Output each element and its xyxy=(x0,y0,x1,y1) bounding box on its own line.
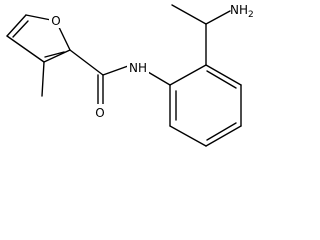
bond-ar-2-double xyxy=(206,70,237,89)
bond-c2-c3 xyxy=(43,49,71,63)
bond-carbonyl-n xyxy=(102,65,129,76)
carbonyl-oxygen-label: O xyxy=(95,106,104,120)
canvas-background xyxy=(0,0,263,152)
bond-ar-4-double xyxy=(206,122,237,141)
bond-c4-c5 xyxy=(6,14,27,37)
bond-ar-5 xyxy=(169,125,207,147)
bond-ring-methyl xyxy=(41,61,45,97)
molecule-structure: O O NH NH2 xyxy=(0,0,263,152)
amine-subscript: 2 xyxy=(248,10,254,20)
label-bg-carbonyl-o xyxy=(92,104,106,120)
bond-ar-2 xyxy=(205,64,242,86)
furan-oxygen-label: O xyxy=(51,14,60,28)
amine-text: NH xyxy=(230,3,248,17)
amide-group xyxy=(69,49,171,106)
bond-ch-nh2 xyxy=(205,10,231,25)
bond-c2-c3-double xyxy=(44,51,65,58)
bond-n-aryl xyxy=(147,71,171,86)
atom-labels: O O NH NH2 xyxy=(49,3,254,120)
bond-c3-c4 xyxy=(6,35,45,63)
bond-ch-methyl xyxy=(171,4,207,25)
bond-ring-carbonyl xyxy=(69,49,104,76)
bond-ar-1 xyxy=(169,64,207,86)
benzene-ring xyxy=(169,64,242,147)
amide-nitrogen-label: NH xyxy=(129,61,147,75)
bond-c4-c5-double xyxy=(12,20,29,38)
amine-label: NH2 xyxy=(230,3,254,20)
label-bg-furan-o xyxy=(49,12,63,28)
label-bg-amide-n xyxy=(127,59,149,75)
bond-ar-4 xyxy=(205,125,242,147)
aminoethyl-group xyxy=(171,4,231,66)
